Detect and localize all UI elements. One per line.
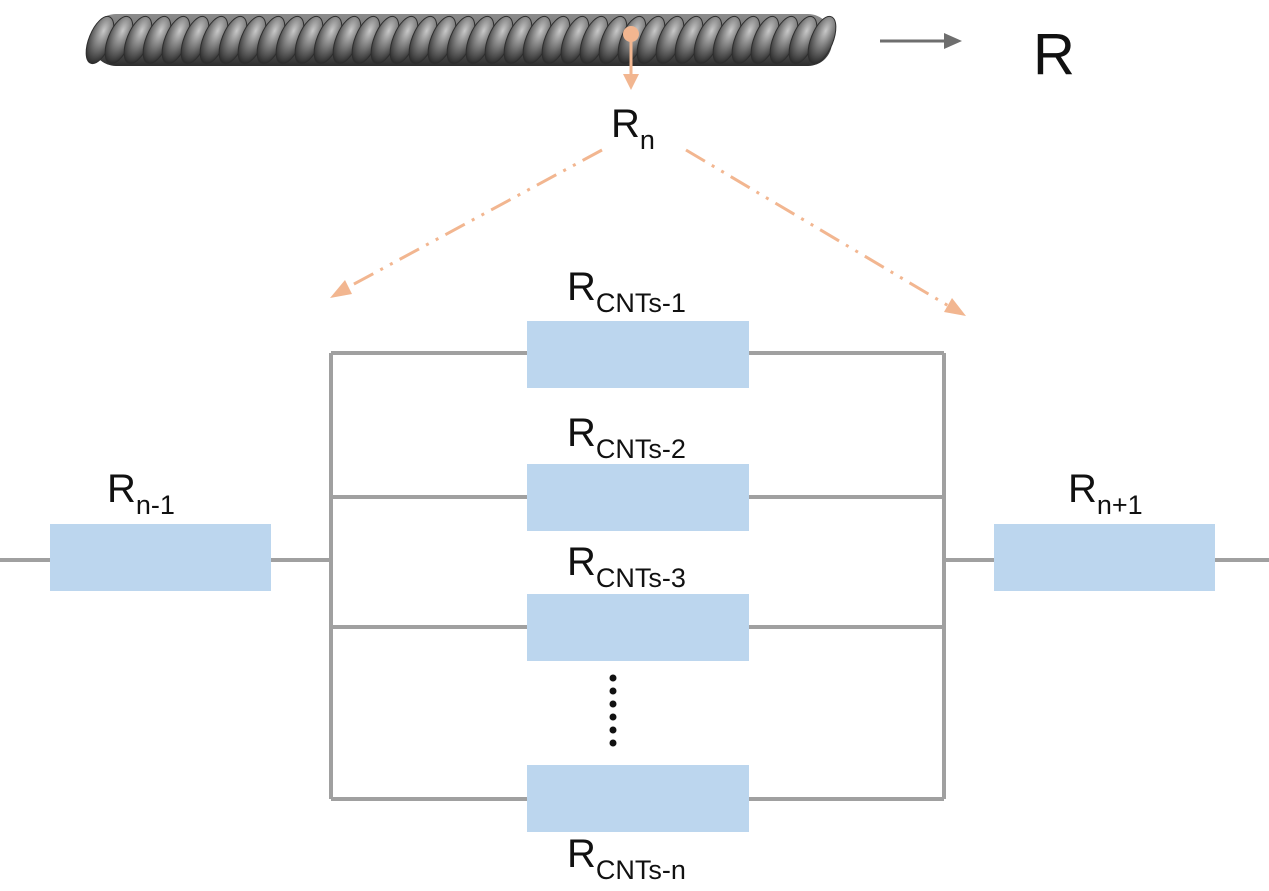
ellipsis-dot [609,726,617,734]
probe-marker [623,26,639,90]
expansion-arrow-left-line [342,148,603,292]
label-r-n-minus-1: Rn-1 [107,467,175,520]
label-r-cnts-1: RCNTs-1 [567,265,686,318]
local-resistance-label: Rn [611,102,655,155]
resistor-cnts-2 [527,464,749,531]
probe-dot [623,26,639,42]
resistor-n-minus-1 [50,524,271,591]
resistors [50,321,1215,832]
expansion-arrow-right-line [685,148,953,310]
ellipsis-dot [609,674,617,682]
label-r-n-plus-1: Rn+1 [1068,467,1143,520]
resistor-cnts-n [527,765,749,832]
ellipsis-dots [609,674,617,747]
label-r-cnts-2: RCNTs-2 [567,411,686,464]
expansion-arrows [330,148,966,316]
total-resistance-label: R [1033,22,1075,87]
ellipsis-dot [609,700,617,708]
ellipsis-dot [609,713,617,721]
ellipsis-dot [609,687,617,695]
resistor-cnts-1 [527,321,749,388]
fiber-coil-turn [807,15,837,65]
probe-arrow-head [623,74,639,90]
circuit-wires [0,351,1269,801]
label-r-cnts-3: RCNTs-3 [567,540,686,593]
fiber-coil-turns [85,15,837,65]
expansion-arrow-right-head [944,298,966,316]
label-r-cnts-n: RCNTs-n [567,832,686,885]
expansion-arrow-left-head [330,280,352,298]
cnt-fiber-image [85,14,837,66]
output-arrow-head [944,33,962,49]
output-arrow [880,33,962,49]
ellipsis-dot [609,739,617,747]
resistor-n-plus-1 [994,524,1215,591]
resistor-cnts-3 [527,594,749,661]
